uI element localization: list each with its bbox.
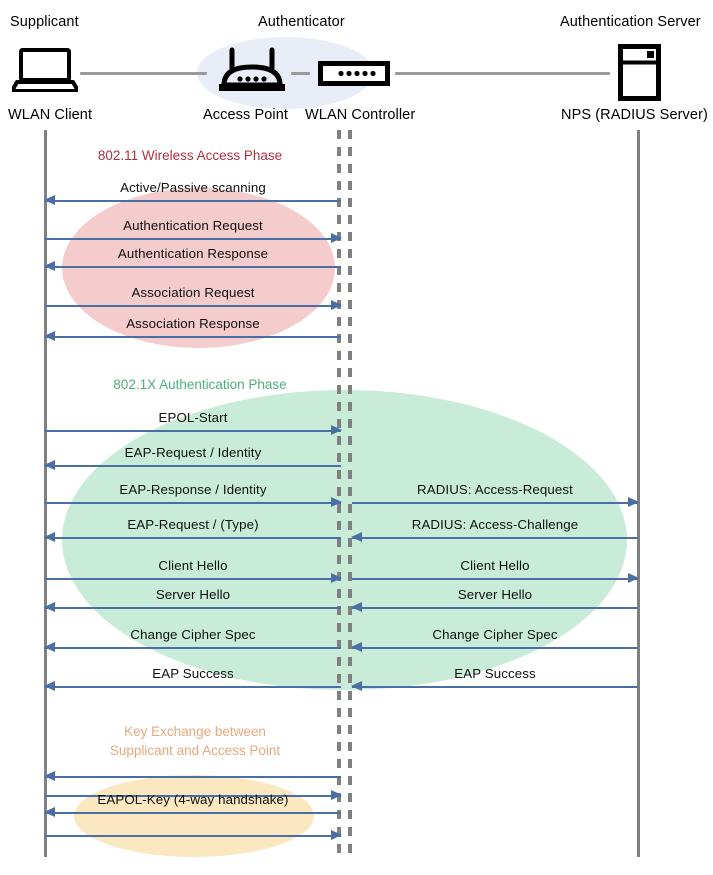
message-line [45, 686, 341, 688]
message-label: RADIUS: Access-Request [417, 482, 573, 497]
actor-role-supplicant: Supplicant [10, 14, 79, 30]
lifeline-supplicant [44, 130, 47, 857]
message-label: Association Response [126, 316, 260, 331]
actor-device-nps-radius-server: NPS (RADIUS Server) [561, 107, 708, 123]
message-line [352, 537, 638, 539]
lifeline-access-point [337, 130, 341, 857]
message-line [352, 578, 638, 580]
message-label: Authentication Request [123, 218, 263, 233]
message-label: EAP-Response / Identity [119, 482, 267, 497]
arrowhead-right-icon [628, 573, 639, 583]
message-label: Client Hello [158, 558, 228, 573]
message-label: Server Hello [457, 587, 533, 602]
arrowhead-left-icon [44, 460, 55, 470]
phase-label-key-exchange-line1: Key Exchange between [124, 724, 266, 739]
arrowhead-right-icon [331, 425, 342, 435]
arrowhead-right-icon [331, 830, 342, 840]
phase-blob-wireless-access [62, 188, 335, 348]
arrowhead-right-icon [331, 573, 342, 583]
message-label: EAP Success [454, 666, 536, 681]
message-line [45, 305, 341, 307]
message-line [45, 430, 341, 432]
message-label: Change Cipher Spec [432, 627, 558, 642]
phase-label-wireless-access: 802.11 Wireless Access Phase [97, 148, 283, 163]
message-line [45, 537, 341, 539]
arrowhead-right-icon [628, 497, 639, 507]
arrowhead-left-icon [351, 602, 362, 612]
message-line [45, 465, 341, 467]
actor-device-access-point: Access Point [203, 107, 289, 123]
actor-role-authenticator: Authenticator [258, 14, 345, 30]
arrowhead-left-icon [44, 331, 55, 341]
message-line [45, 266, 341, 268]
message-line [352, 607, 638, 609]
arrowhead-left-icon [351, 681, 362, 691]
message-label: EAPOL-Key (4-way handshake) [97, 792, 289, 807]
message-label: Association Request [131, 285, 255, 300]
arrowhead-left-icon [44, 681, 55, 691]
message-label: Client Hello [460, 558, 530, 573]
arrowhead-right-icon [331, 790, 342, 800]
phase-blob-dot1x-auth [62, 390, 627, 690]
phase-label-key-exchange-line2: Supplicant and Access Point [109, 743, 281, 758]
arrowhead-right-icon [331, 497, 342, 507]
message-line [352, 502, 638, 504]
arrowhead-left-icon [44, 532, 55, 542]
message-line [45, 776, 341, 778]
message-label: Authentication Response [117, 246, 269, 261]
arrowhead-left-icon [351, 532, 362, 542]
arrowhead-left-icon [44, 771, 55, 781]
message-label: EAP-Request / Identity [124, 445, 262, 460]
actor-device-wlan-controller: WLAN Controller [305, 107, 416, 123]
link-client-to-ap [80, 72, 207, 75]
message-label: Change Cipher Spec [130, 627, 256, 642]
message-line [352, 647, 638, 649]
access-point-icon [216, 47, 288, 99]
lifeline-nps-server [637, 130, 640, 857]
phase-label-dot1x-auth: 802.1X Authentication Phase [113, 377, 287, 392]
message-label: EAP-Request / (Type) [127, 517, 259, 532]
message-line [45, 835, 341, 837]
message-label: RADIUS: Access-Challenge [411, 517, 579, 532]
server-icon [618, 44, 661, 106]
message-line [45, 647, 341, 649]
message-line [45, 578, 341, 580]
message-line [45, 812, 341, 814]
message-line [45, 238, 341, 240]
message-label: Server Hello [155, 587, 231, 602]
phase-blob-key-exchange [74, 775, 314, 857]
laptop-icon [10, 48, 80, 97]
link-controller-to-nps [395, 72, 610, 75]
arrowhead-left-icon [44, 642, 55, 652]
arrowhead-left-icon [44, 195, 55, 205]
message-label: EPOL-Start [158, 410, 228, 425]
message-line [352, 686, 638, 688]
arrowhead-right-icon [331, 300, 342, 310]
arrowhead-left-icon [44, 602, 55, 612]
message-line [45, 336, 341, 338]
message-line [45, 200, 341, 202]
lifeline-wlan-controller [348, 130, 352, 857]
message-label: Active/Passive scanning [120, 180, 266, 195]
message-label: EAP Success [152, 666, 234, 681]
message-line [45, 502, 341, 504]
arrowhead-left-icon [44, 261, 55, 271]
arrowhead-right-icon [331, 233, 342, 243]
message-line [45, 795, 341, 797]
link-ap-to-controller [291, 72, 310, 75]
actor-role-authentication-server: Authentication Server [560, 14, 701, 30]
actor-device-wlan-client: WLAN Client [8, 107, 93, 123]
arrowhead-left-icon [44, 807, 55, 817]
wlan-controller-icon [318, 61, 390, 91]
message-line [45, 607, 341, 609]
arrowhead-left-icon [351, 642, 362, 652]
